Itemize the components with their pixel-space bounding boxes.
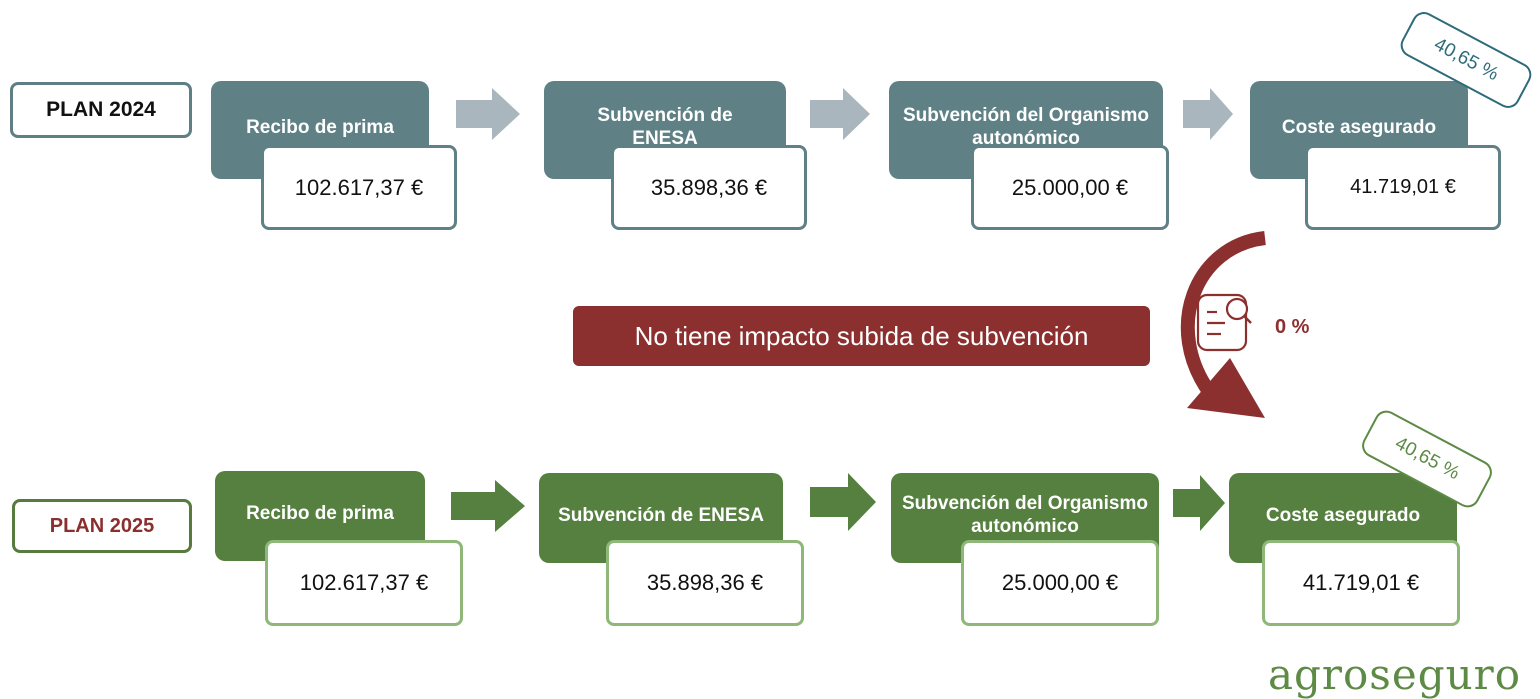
step-title: Recibo de prima (246, 502, 394, 524)
plan-2024-arrow-1 (456, 88, 520, 140)
plan-2025-arrow-3 (1173, 475, 1225, 531)
step-title: Recibo de prima (246, 116, 394, 138)
plan-2025-arrow-2 (810, 473, 876, 531)
plan-2024-label: PLAN 2024 (10, 82, 192, 138)
document-search-icon (1195, 292, 1255, 354)
curved-down-arrow (1165, 228, 1285, 443)
plan-2024-arrow-3 (1183, 88, 1233, 140)
plan-2025-step-premium-value: 102.617,37 € (265, 540, 463, 626)
change-percentage: 0 % (1275, 316, 1310, 338)
plan-2025-step-cost-value: 41.719,01 € (1262, 540, 1460, 626)
step-title: Subvención de ENESA (558, 504, 764, 526)
plan-2025-label: PLAN 2025 (12, 499, 192, 553)
step-title: Coste asegurado (1281, 116, 1437, 138)
plan-2024-step-premium-value: 102.617,37 € (261, 145, 457, 230)
step-title: Subvención de ENESA (597, 105, 733, 149)
step-title: Subvención del Organismo autonómico (903, 105, 1149, 149)
plan-2024-step-enesa-value: 35.898,36 € (611, 145, 807, 230)
plan-2024-step-cost-value: 41.719,01 € (1305, 145, 1501, 230)
plan-2025-step-enesa-value: 35.898,36 € (606, 540, 804, 626)
step-title: Subvención del Organismo autonómico (902, 493, 1148, 537)
plan-2024-step-regional-value: 25.000,00 € (971, 145, 1169, 230)
agroseguro-logo: agroseguro (1268, 650, 1521, 699)
impact-banner: No tiene impacto subida de subvención (573, 306, 1150, 366)
step-title: Coste asegurado (1265, 504, 1421, 526)
plan-2025-step-premium-header: Recibo de prima (215, 471, 425, 561)
plan-2025-step-regional-value: 25.000,00 € (961, 540, 1159, 626)
plan-2024-arrow-2 (810, 88, 870, 140)
plan-2025-arrow-1 (451, 480, 525, 532)
